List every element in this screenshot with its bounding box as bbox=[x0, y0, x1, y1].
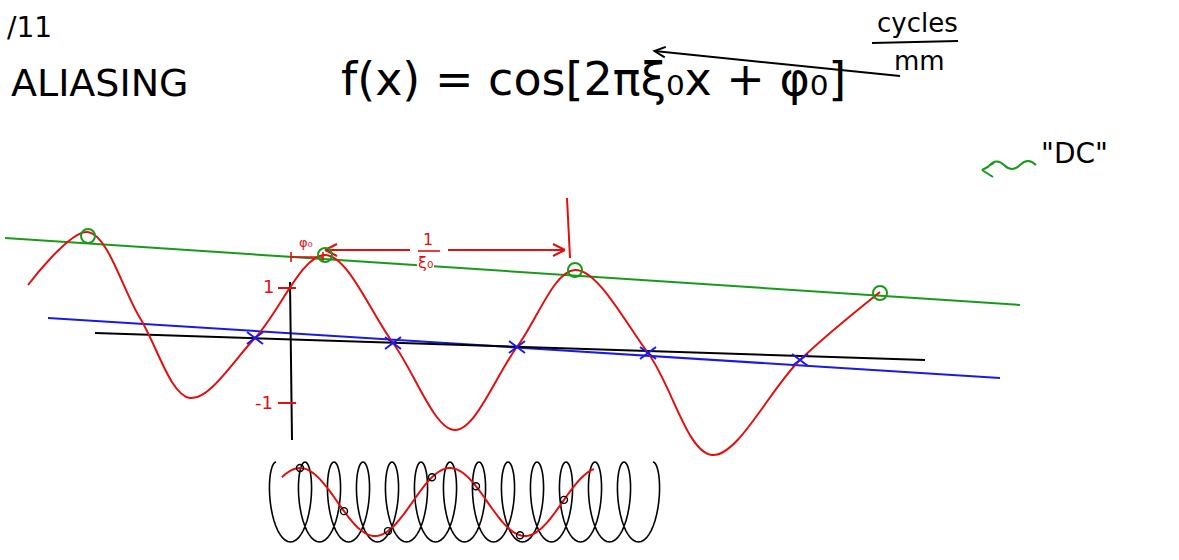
axis-value: 1 bbox=[262, 278, 275, 296]
formula: f(x) = cos[2πξ₀x + φ₀] bbox=[340, 56, 847, 102]
sample-point bbox=[473, 483, 480, 490]
peak-sample bbox=[318, 248, 332, 262]
period-arrow bbox=[448, 244, 565, 256]
dc-arrow bbox=[982, 161, 1036, 177]
period-arrow bbox=[325, 244, 410, 256]
cosine-wave bbox=[28, 232, 880, 455]
zero-sample bbox=[640, 347, 656, 359]
sample-point bbox=[429, 474, 436, 481]
y-axis bbox=[290, 282, 292, 440]
dc-line bbox=[5, 238, 1020, 305]
unit-label: cycles bbox=[876, 10, 959, 36]
unit-label: mm bbox=[893, 48, 946, 74]
tick-mark bbox=[278, 402, 296, 404]
high-frequency-signal bbox=[269, 462, 659, 542]
phase-label: φ₀ bbox=[298, 236, 314, 249]
tick-mark bbox=[278, 287, 296, 289]
period-mark bbox=[567, 198, 570, 258]
sample-point bbox=[385, 528, 392, 535]
peak-sample bbox=[81, 229, 95, 243]
fraction-bar bbox=[418, 250, 440, 252]
axis-value: -1 bbox=[254, 394, 274, 412]
zero-sample bbox=[385, 337, 401, 349]
peak-sample bbox=[568, 263, 582, 277]
peak-sample bbox=[873, 286, 887, 300]
zero-sample bbox=[509, 341, 525, 353]
sample-point bbox=[341, 508, 348, 515]
fraction-bar bbox=[872, 41, 958, 43]
zero-sample bbox=[792, 354, 808, 366]
dc-label: "DC" bbox=[1040, 140, 1109, 168]
sample-point bbox=[517, 532, 524, 539]
sample-point bbox=[561, 496, 568, 503]
period-numerator: 1 bbox=[422, 232, 434, 248]
zero-sample bbox=[247, 332, 263, 344]
title: ALIASING bbox=[10, 64, 190, 102]
sample-point bbox=[297, 465, 304, 472]
period-denominator: ξ₀ bbox=[417, 255, 434, 271]
alias-wave bbox=[282, 468, 594, 536]
zero-line bbox=[48, 318, 1000, 378]
page-number: /11 bbox=[6, 14, 53, 42]
